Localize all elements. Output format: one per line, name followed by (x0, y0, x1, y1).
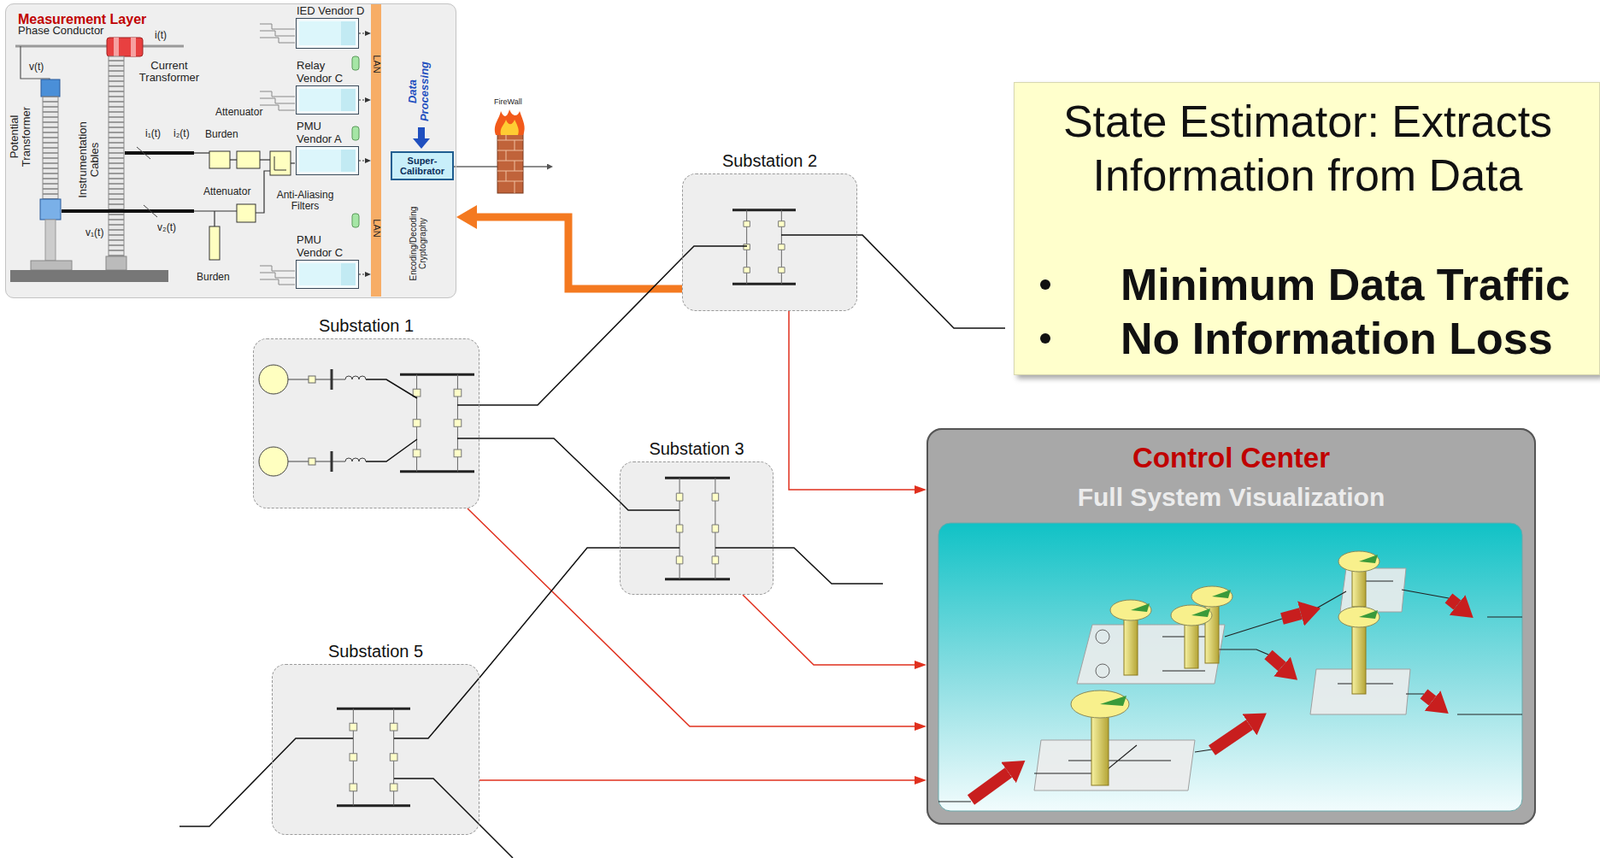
substation-box: Substation 5 (271, 664, 480, 836)
cc-subtitle: Full System Visualization (928, 482, 1535, 512)
part-label: Current Transformer (134, 59, 205, 85)
connector (358, 273, 365, 275)
connector (479, 547, 620, 678)
device-label: PMU Vendor A (296, 120, 350, 146)
signal-name: v₂(t) (157, 222, 177, 234)
process-label: Encoding/Decoding Cryptography (408, 201, 428, 286)
connector (358, 99, 365, 100)
device-box: IED Vendor D (295, 17, 359, 49)
connector (479, 258, 683, 406)
substation-box: Substation 3 (619, 461, 774, 595)
cc-title: Control Center (928, 441, 1535, 475)
device-label: Relay Vendor C (296, 59, 350, 85)
bullet-dot (1040, 279, 1051, 290)
lan-bus: LAN LAN (370, 4, 382, 297)
callout-box: State Estimator: Extracts Information fr… (1013, 82, 1600, 376)
process-label: Data Processing (406, 57, 432, 126)
bullet-text: No Information Loss (1120, 311, 1553, 365)
measurement-illustration (10, 23, 548, 285)
calibrator-box: Super-Calibrator (390, 151, 454, 181)
substation-box: Substation 2 (682, 173, 858, 312)
part-label: Phase Conductor (17, 24, 104, 37)
generator-symbols (258, 364, 366, 477)
bullet-dot (1040, 333, 1051, 344)
substation-box: Substation 1 (252, 338, 480, 509)
connector (358, 32, 365, 34)
grid-visualization (938, 523, 1523, 812)
box-label: Super-Calibrator (394, 155, 450, 177)
device-box: PMU Vendor A (295, 146, 359, 176)
connector (467, 508, 915, 727)
connector (479, 438, 620, 502)
device-box: PMU Vendor C (295, 259, 359, 289)
device-box: Relay Vendor C (295, 85, 359, 115)
bullet-text: Minimum Data Traffic (1120, 258, 1571, 312)
substation-label: Substation 2 (722, 151, 818, 171)
part-label: Anti-Aliasing Filters (270, 189, 341, 212)
part-label: Attenuator (203, 186, 251, 198)
signal-name: i₁(t) (145, 128, 161, 140)
lan-label: LAN (371, 54, 382, 73)
part-label: Burden (205, 129, 239, 141)
signal-name: v(t) (29, 61, 44, 73)
part-label: Instrumentation Cables (76, 117, 102, 203)
part-label: Attenuator (215, 106, 263, 118)
firewall-label: FireWall (494, 98, 523, 107)
callout-text: State Estimator: Extracts Information fr… (1034, 94, 1582, 203)
connector (476, 217, 683, 289)
signal-name: i₂(t) (173, 128, 190, 140)
lan-label: LAN (371, 218, 382, 237)
transmission-lines (179, 235, 1006, 858)
firewall-icon (494, 109, 525, 194)
part-label: Burden (196, 271, 230, 283)
connector (788, 311, 915, 490)
device-label: IED Vendor D (296, 5, 365, 18)
signal-name: v₁(t) (85, 227, 104, 239)
signal-name: i(t) (154, 29, 167, 42)
part-label: Potential Transformer (8, 101, 34, 172)
substation-label: Substation 5 (328, 641, 424, 662)
control-center: Control CenterFull System Visualization (926, 428, 1536, 825)
connector (358, 159, 365, 161)
connector (479, 779, 915, 782)
substation-label: Substation 3 (648, 439, 744, 459)
connector (742, 594, 915, 665)
substation-label: Substation 1 (318, 316, 414, 336)
device-label: PMU Vendor C (296, 234, 350, 259)
measurement-panel: Measurement LayerIED Vendor DRelay Vendo… (5, 3, 457, 299)
